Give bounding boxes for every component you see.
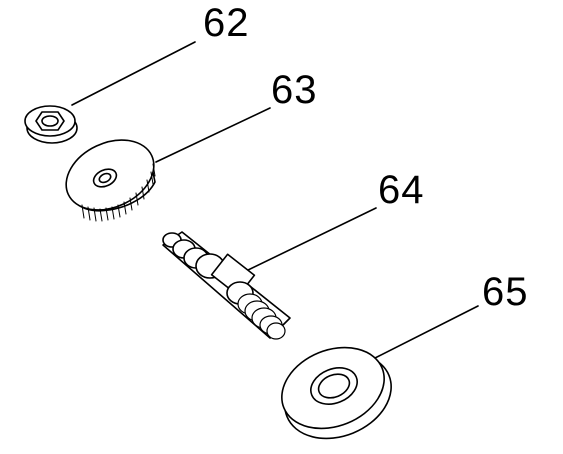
part-64-threaded-shaft <box>162 231 291 340</box>
part-65-washer <box>281 346 392 440</box>
part-62-nut <box>24 105 78 144</box>
part-63-knurled-wheel <box>65 139 156 222</box>
leader-line-63 <box>155 107 271 163</box>
callout-label-63: 63 <box>271 68 318 112</box>
leader-line-62 <box>71 41 196 106</box>
callout-label-65: 65 <box>482 270 529 314</box>
callout-label-62: 62 <box>203 1 250 45</box>
leader-line-65 <box>374 305 479 359</box>
callout-label-64: 64 <box>378 168 425 212</box>
leader-line-64 <box>243 207 377 273</box>
